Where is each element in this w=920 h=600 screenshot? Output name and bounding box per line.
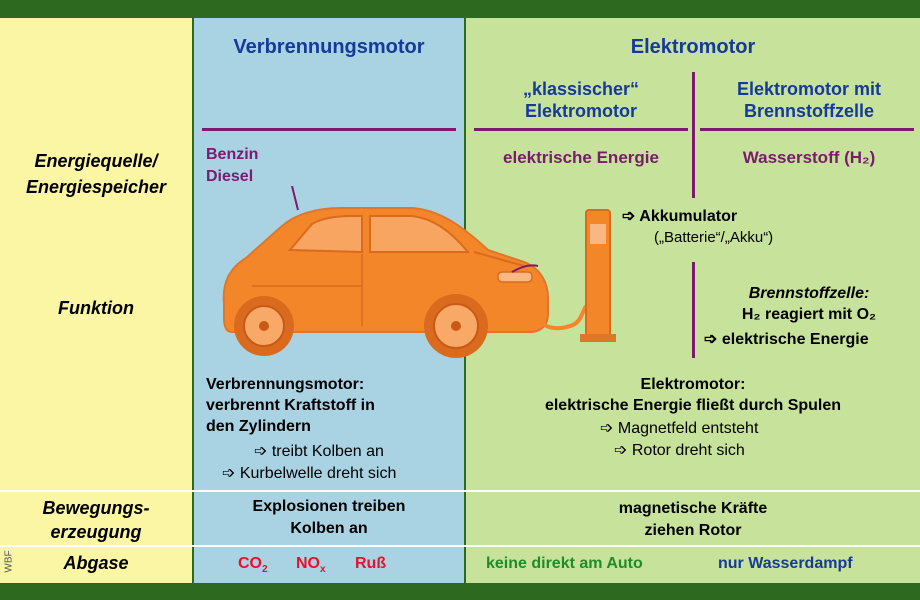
- exhaust-co2: CO2: [238, 555, 268, 575]
- header-classic: „klassischer“ Elektromotor: [466, 78, 696, 122]
- energy-combustion-line2: Diesel: [206, 168, 254, 185]
- label-motion: Bewegungs- erzeugung: [0, 496, 192, 544]
- label-motion-line1: Bewegungs-: [42, 498, 150, 518]
- accumulator-subtitle: („Batterie“/„Akku“): [654, 229, 774, 246]
- energy-fuelcell: Wasserstoff (H₂): [742, 148, 876, 167]
- electric-step-rotor: Rotor dreht sich: [614, 440, 745, 460]
- electric-description-line1: Elektromotor:: [640, 376, 746, 393]
- exhaust-classic: keine direkt am Auto: [486, 555, 643, 572]
- motion-electric-line1: magnetische Kräfte: [618, 500, 768, 517]
- motion-combustion-line1: Explosionen treiben: [252, 498, 406, 515]
- header-fuelcell-line2: Brennstoffzelle: [743, 101, 875, 121]
- combustion-description-line3: den Zylindern: [206, 418, 311, 435]
- combustion-description-line1: Verbrennungsmotor:: [206, 376, 365, 393]
- header-classic-line2: Elektromotor: [524, 101, 638, 121]
- combustion-description-line2: verbrennt Kraftstoff in: [206, 397, 375, 414]
- label-energy-source: Energiequelle/ Energiespeicher: [0, 148, 192, 200]
- label-energy-source-line1: Energiequelle/: [34, 151, 158, 171]
- divider-electric-top: [692, 72, 695, 198]
- exhaust-co2-sub: 2: [262, 564, 268, 576]
- accumulator-label: Akkumulator: [622, 206, 737, 226]
- header-combustion: Verbrennungsmotor: [233, 36, 425, 58]
- fuelcell-output: elektrische Energie: [704, 329, 869, 349]
- label-function: Funktion: [58, 298, 134, 318]
- header-fuelcell-line1: Elektromotor mit: [736, 79, 882, 99]
- energy-classic: elektrische Energie: [503, 148, 659, 167]
- divider-electric-bottom: [692, 262, 695, 358]
- combustion-step-pistons: treibt Kolben an: [254, 441, 384, 461]
- motion-combustion: Explosionen treiben Kolben an: [194, 496, 464, 540]
- charging-station-icon: [524, 209, 616, 342]
- fuelcell-reaction: H₂ reagiert mit O₂: [741, 306, 877, 323]
- combustion-description: Verbrennungsmotor: verbrennt Kraftstoff …: [206, 374, 375, 437]
- energy-combustion: Benzin Diesel: [206, 144, 258, 188]
- combustion-step-crankshaft: Kurbelwelle dreht sich: [222, 463, 397, 483]
- credit-label: WBF: [3, 550, 15, 573]
- energy-combustion-line1: Benzin: [206, 146, 259, 163]
- rule-combustion: [202, 128, 456, 131]
- electric-description-line2: elektrische Energie fließt durch Spulen: [544, 397, 842, 414]
- exhaust-nox-base: NO: [296, 555, 320, 572]
- header-electric: Elektromotor: [630, 36, 756, 58]
- electric-step-magnetic-field: Magnetfeld entsteht: [600, 418, 759, 438]
- header-fuelcell: Elektromotor mit Brennstoffzelle: [698, 78, 920, 122]
- rule-fuelcell: [700, 128, 914, 131]
- separator-motion: [0, 490, 920, 492]
- motion-electric: magnetische Kräfte ziehen Rotor: [466, 498, 920, 542]
- exhaust-nox: NOx: [296, 555, 326, 575]
- separator-exhaust: [0, 545, 920, 547]
- exhaust-soot: Ruß: [355, 555, 387, 572]
- label-exhaust: Abgase: [63, 553, 129, 573]
- fuelcell-title: Brennstoffzelle:: [748, 285, 870, 302]
- motion-electric-line2: ziehen Rotor: [644, 522, 742, 539]
- rule-classic: [474, 128, 688, 131]
- exhaust-co2-base: CO: [238, 555, 262, 572]
- exhaust-fuelcell: nur Wasserdampf: [718, 555, 853, 572]
- label-motion-line2: erzeugung: [50, 522, 142, 542]
- electric-car-icon: [222, 186, 549, 358]
- header-classic-line1: „klassischer“: [522, 79, 640, 99]
- label-column: [0, 18, 192, 583]
- label-energy-source-line2: Energiespeicher: [25, 177, 167, 197]
- exhaust-nox-sub: x: [320, 564, 326, 576]
- motion-combustion-line2: Kolben an: [290, 520, 368, 537]
- electric-description: Elektromotor: elektrische Energie fließt…: [466, 374, 920, 416]
